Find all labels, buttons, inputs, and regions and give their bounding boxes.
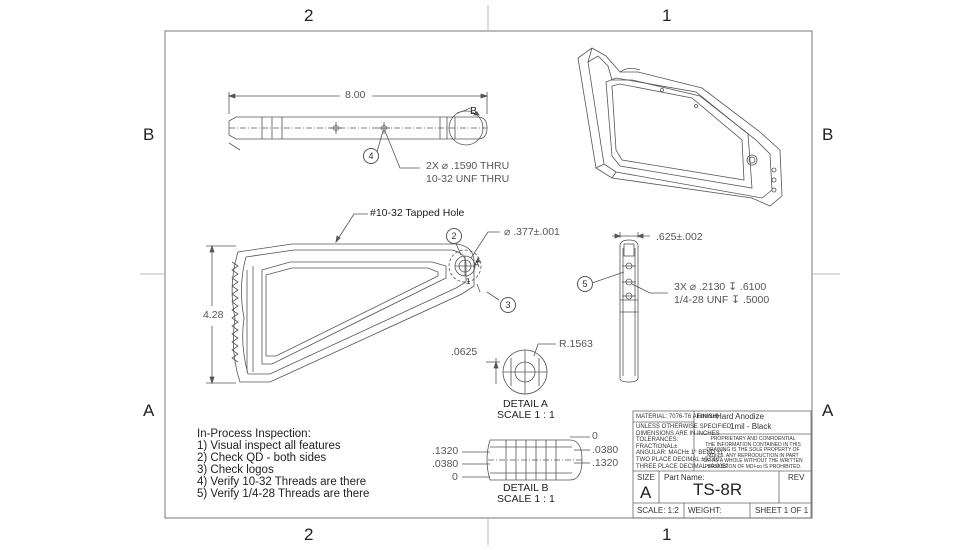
datum-1-marker: 1 (466, 277, 471, 286)
balloon-2: 2 (446, 228, 462, 244)
detail-b-scale: SCALE 1 : 1 (497, 493, 555, 505)
proprietary-line: PROPRIETARY AND CONFIDENTIAL (710, 436, 796, 442)
zone-label-left-b: B (143, 125, 155, 144)
balloon-5: 5 (577, 276, 593, 292)
zone-ticks (140, 5, 840, 545)
side-view (591, 232, 668, 383)
balloon-3: 3 (500, 297, 516, 313)
zone-label-right-b: B (822, 125, 834, 144)
scale-field: SCALE: 1:2 (637, 506, 679, 515)
detail-a-flag: A (474, 260, 480, 269)
detail-a-dim-left: .0625 (451, 346, 478, 358)
zone-label-left-a: A (143, 401, 155, 420)
side-width-dimension: .625±.002 (656, 231, 703, 243)
side-hole-note-line1: 3X ⌀ .2130 ↧ .6100 (674, 281, 767, 293)
tolerance-line: ANGULAR: MACH± 1° BEND ±1° (636, 450, 726, 457)
detail-b-left-dim-1: .1320 (432, 445, 459, 457)
inspection-notes: In-Process Inspection: 1) Visual inspect… (197, 428, 369, 500)
tolerance-line: TWO PLACE DECIMAL ±0.010" (636, 456, 722, 463)
bore-dimension: ⌀ .377±.001 (504, 226, 560, 238)
detail-b-right-dim-2: .0380 (592, 444, 619, 456)
detail-b-left-dim-3: 0 (452, 471, 458, 483)
sheet-field: SHEET 1 OF 1 (755, 506, 809, 515)
part-name-label: Part Name: (664, 473, 705, 482)
tolerance-line: DIMENSIONS ARE IN INCHES (636, 430, 720, 437)
detail-b-left-dim-2: .0380 (432, 458, 459, 470)
tolerance-line: UNLESS OTHERWISE SPECIFIED: (636, 424, 733, 430)
tapped-hole-note: #10-32 Tapped Hole (370, 207, 465, 219)
inspection-item: 1) Visual inspect all features (197, 440, 341, 452)
side-hole-note-line2: 1/4-28 UNF ↧ .5000 (674, 294, 770, 306)
proprietary-notice: PROPRIETARY AND CONFIDENTIAL THE INFORMA… (700, 436, 806, 470)
detail-a-scale: SCALE 1 : 1 (497, 409, 555, 421)
detail-b-title: DETAIL B (503, 482, 549, 494)
inspection-item: 2) Check QD - both sides (197, 452, 327, 464)
inspection-item: 4) Verify 10-32 Threads are there (197, 476, 367, 488)
title-block-frame (632, 410, 812, 519)
detail-b-view (462, 436, 590, 481)
proprietary-line: MDI-co. ANY REPRODUCTION IN PART (707, 452, 799, 459)
finish-label: FINISH: (697, 414, 719, 420)
zone-label-top-2: 2 (304, 6, 314, 25)
size-value: A (640, 483, 652, 502)
zone-label-right-a: A (822, 401, 834, 420)
inspection-item: 3) Check logos (197, 464, 274, 476)
material-field: MATERIAL: 7076-T6 Aluminum (636, 414, 720, 420)
top-hole-note-line1: 2X ⌀ .1590 THRU (426, 160, 510, 172)
detail-b-right-dim-3: .1320 (592, 457, 619, 469)
inspection-title: In-Process Inspection: (197, 428, 311, 440)
finish-line-1: Hard Anodize (716, 412, 765, 421)
proprietary-line: THE INFORMATION CONTAINED IN THIS (705, 441, 801, 448)
rev-label: REV (788, 473, 805, 482)
proprietary-line: OR AS A WHOLE WITHOUT THE WRITTEN (703, 458, 803, 464)
tolerance-line: TOLERANCES: (636, 437, 679, 444)
top-view (227, 92, 489, 169)
detail-a-radius: R.1563 (559, 338, 593, 350)
part-name-value: TS-8R (693, 480, 743, 499)
proprietary-line: DRAWING IS THE SOLE PROPERTY OF (706, 447, 800, 453)
size-label: SIZE (637, 473, 655, 482)
front-view (206, 213, 500, 385)
balloon-4: 4 (363, 148, 379, 164)
detail-a-view (486, 343, 556, 395)
detail-a-title: DETAIL A (503, 398, 548, 410)
detail-b-right-dim-1: 0 (592, 430, 598, 442)
height-dimension: 4.28 (203, 309, 224, 321)
tolerance-line: FRACTIONAL± (636, 443, 678, 450)
proprietary-line: PERMISSION OF MDI-co IS PROHIBITED. (704, 463, 802, 470)
weight-field: WEIGHT: (688, 506, 722, 515)
top-hole-note-line2: 10-32 UNF THRU (426, 173, 510, 185)
zone-label-bottom-2: 2 (304, 525, 314, 544)
tolerance-notes: UNLESS OTHERWISE SPECIFIED: DIMENSIONS A… (636, 424, 733, 470)
iso-view (577, 47, 783, 207)
finish-line-2: 1mil - Black (730, 422, 772, 431)
zone-label-top-1: 1 (662, 6, 672, 25)
inspection-item: 5) Verify 1/4-28 Threads are there (197, 488, 370, 500)
length-dimension: 8.00 (345, 89, 366, 101)
zone-label-bottom-1: 1 (662, 525, 672, 544)
tolerance-line: THREE PLACE DECIMAL ±0.005" (636, 463, 728, 470)
detail-b-flag: B (470, 105, 478, 117)
